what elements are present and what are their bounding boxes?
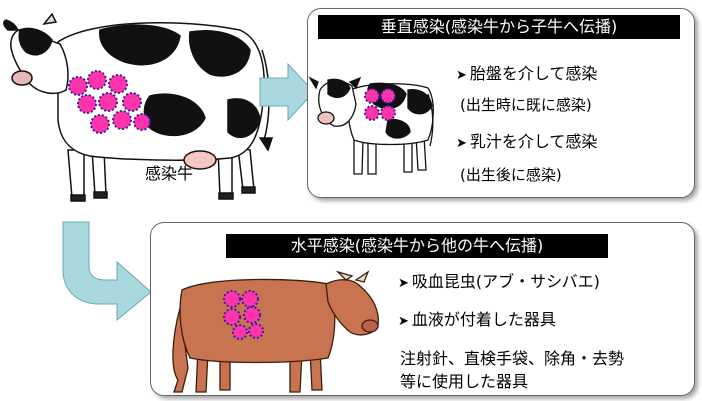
horizontal-route-instruments-text: 血液が付着した器具 (411, 310, 556, 329)
infected-cow-label: 感染牛 (145, 164, 194, 183)
vertical-route-milk: 乳汁を介して感染 (456, 128, 598, 152)
horizontal-route-insects: 吸血昆虫(アブ・サシバエ) (398, 268, 600, 292)
virus-cluster-adult (68, 70, 151, 134)
arrow-right (259, 62, 315, 122)
vertical-route-placenta-text: 胎盤を介して感染 (469, 64, 598, 83)
vertical-route-placenta-note: (出生時に既に感染) (460, 96, 592, 114)
brown-cow-illustration (172, 270, 380, 393)
vertical-route-milk-text: 乳汁を介して感染 (469, 132, 598, 151)
virus-cluster-brown-cow (223, 290, 264, 340)
horizontal-infection-title: 水平感染(感染牛から他の牛へ伝播) (226, 234, 608, 258)
vertical-route-placenta: 胎盤を介して感染 (456, 60, 598, 84)
arrow-curved (62, 221, 152, 322)
horizontal-examples-line1: 注射針、直検手袋、除角・去勢 (400, 349, 625, 368)
horizontal-examples-line2: 等に使用した器具 (400, 372, 529, 391)
vertical-infection-title: 垂直感染(感染牛から子牛へ伝播) (318, 15, 680, 39)
virus-cluster-calf (364, 88, 396, 121)
horizontal-route-instruments: 血液が付着した器具 (398, 306, 556, 330)
vertical-route-milk-note: (出生後に感染) (460, 166, 562, 184)
horizontal-route-insects-text: 吸血昆虫(アブ・サシバエ) (411, 272, 600, 291)
infected-cow-illustration (3, 12, 274, 202)
